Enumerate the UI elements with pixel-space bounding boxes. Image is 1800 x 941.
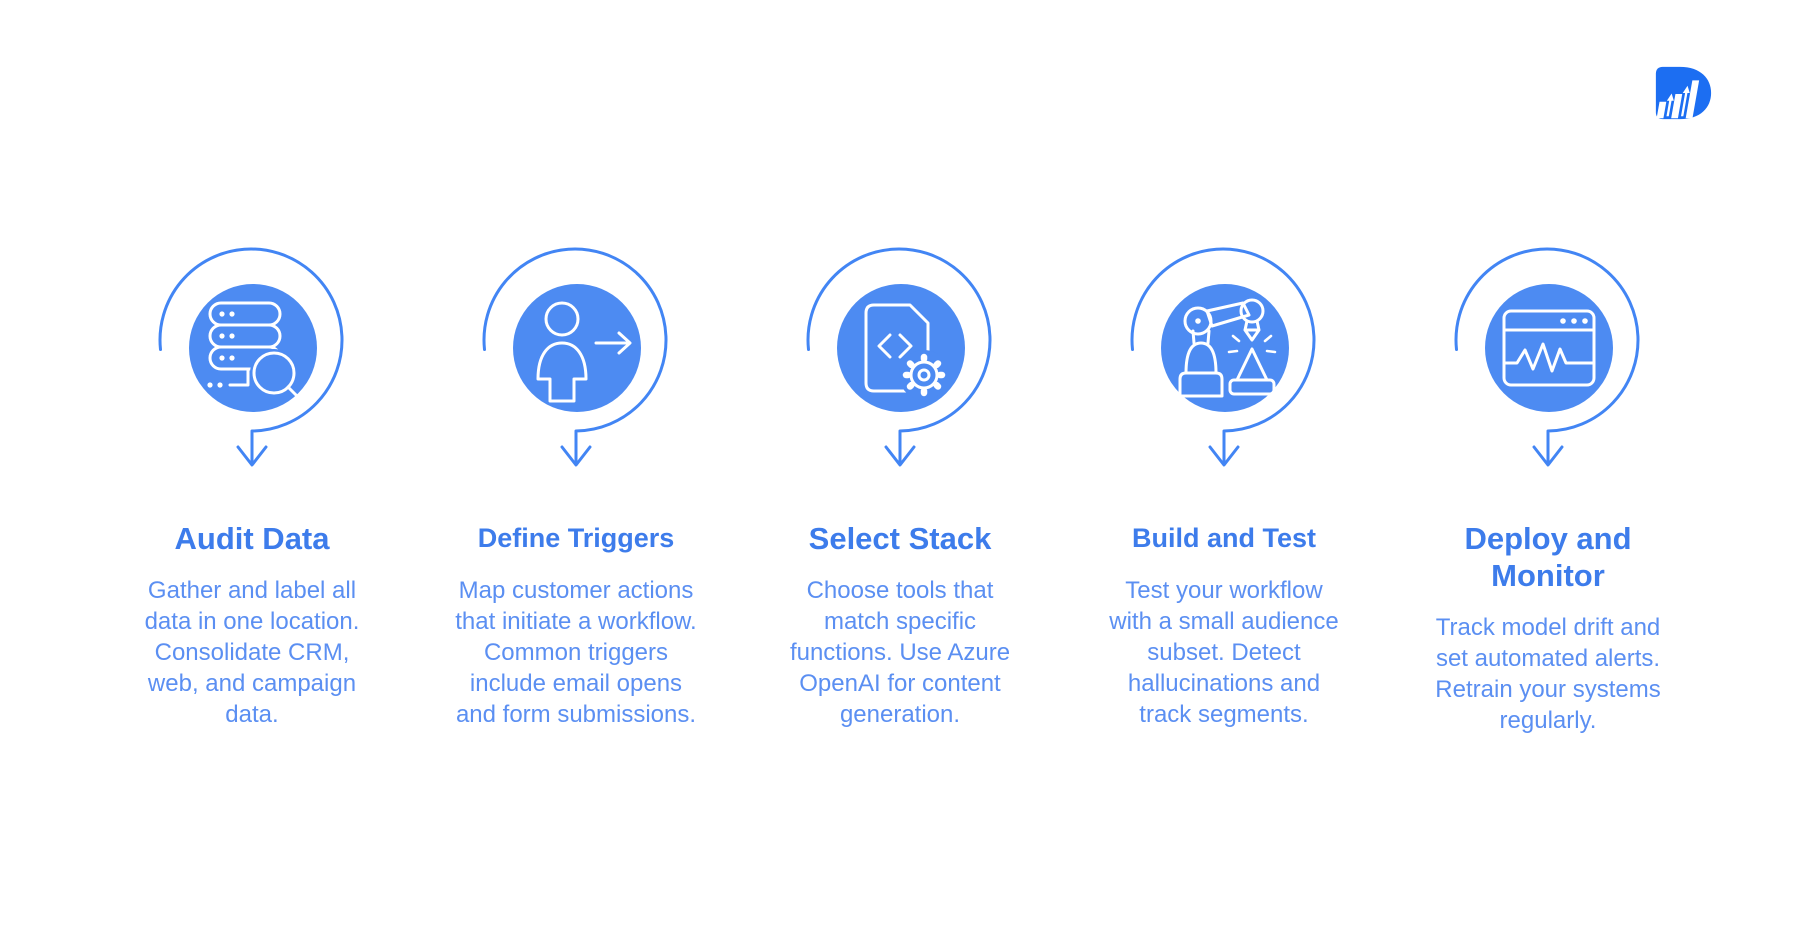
step-title: Build and Test (1131, 523, 1316, 553)
step-deploy-and-monitor: Deploy and Monitor Track model drift and… (1392, 218, 1704, 736)
step-circle (1485, 284, 1613, 412)
step-icon-module (482, 247, 668, 467)
logo-bar-tall (1685, 80, 1700, 119)
step-title: Deploy and Monitor (1464, 521, 1632, 593)
step-define-triggers: Define Triggers Map customer actions tha… (420, 218, 732, 736)
logo-arrow-2 (1680, 91, 1688, 117)
code-file-gear-icon (864, 303, 949, 400)
database-search-icon (207, 301, 302, 401)
step-icon-module (1130, 247, 1316, 467)
step-description: Track model drift and set automated aler… (1435, 614, 1661, 734)
step-select-stack: Select Stack Choose tools that match spe… (744, 218, 1056, 736)
step-title: Audit Data (174, 521, 330, 556)
step-icon-module (1454, 247, 1640, 467)
person-arrow-icon (536, 301, 632, 403)
step-audit-data: Audit Data Gather and label all data in … (96, 218, 408, 736)
brand-logo (1655, 66, 1712, 120)
step-circle (837, 284, 965, 412)
monitor-pulse-icon (1502, 309, 1596, 387)
step-icon-module (158, 247, 344, 467)
logo-bar-short (1656, 101, 1667, 119)
step-build-and-test: Build and Test Test your workflow with a… (1068, 218, 1380, 736)
step-description: Map customer actions that initiate a wor… (455, 577, 697, 728)
step-icon-module (806, 247, 992, 467)
logo-arrow-1 (1666, 98, 1672, 117)
robot-arm-icon (1178, 298, 1277, 398)
step-title: Define Triggers (477, 523, 675, 553)
logo-bar-medium (1671, 93, 1683, 119)
step-title: Select Stack (808, 521, 992, 556)
step-description: Choose tools that match specific functio… (789, 577, 1011, 728)
process-steps: Audit Data Gather and label all data in … (0, 218, 1800, 736)
step-description: Test your workflow with a small audience… (1109, 577, 1339, 728)
step-description: Gather and label all data in one locatio… (144, 577, 360, 728)
